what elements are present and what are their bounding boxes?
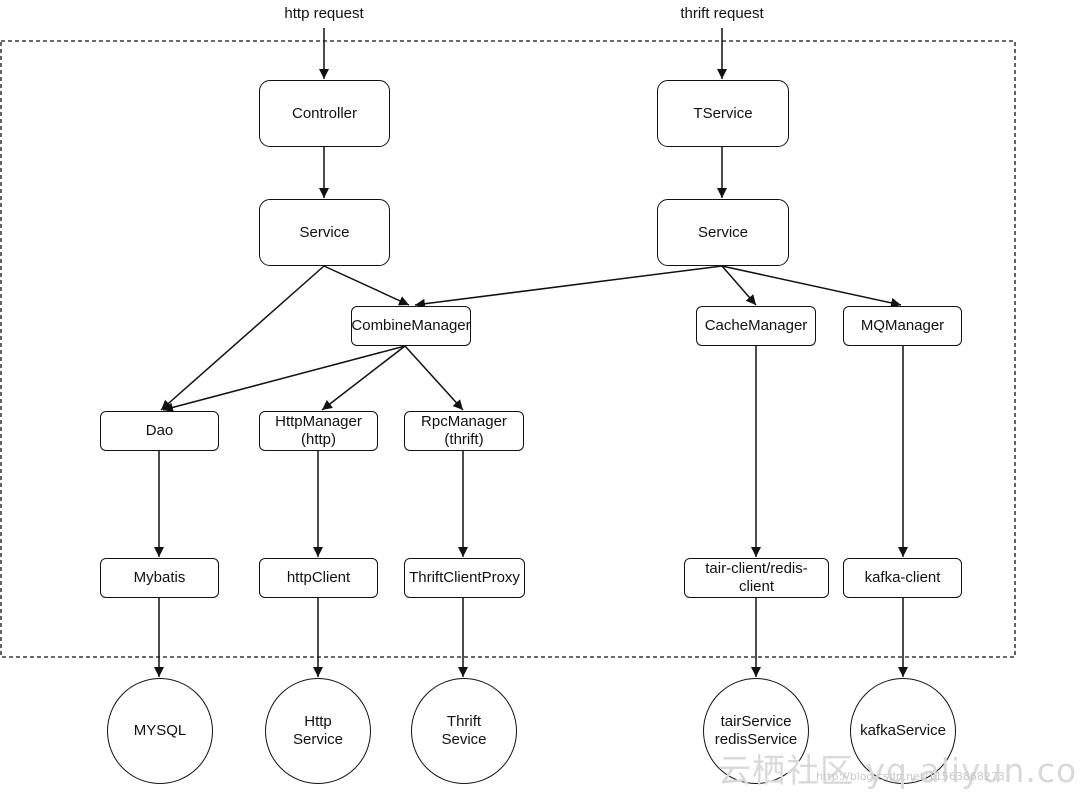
- http-manager-node: HttpManager (http): [259, 411, 378, 451]
- http-client-node: httpClient: [259, 558, 378, 598]
- thrift-request-label: thrift request: [680, 5, 764, 22]
- mysql-service-circle: MYSQL: [107, 678, 213, 784]
- service-left-node: Service: [259, 199, 390, 266]
- mq-manager-node: MQManager: [843, 306, 962, 346]
- service-right-node: Service: [657, 199, 789, 266]
- edge-service-combine: [323, 265, 410, 306]
- thrift-client-proxy-node: ThriftClientProxy: [404, 558, 525, 598]
- system-boundary: [0, 40, 1016, 658]
- combine-manager-node: CombineManager: [351, 306, 471, 346]
- tair-redis-service-circle: tairService redisService: [703, 678, 809, 784]
- edge-combine-dao: [162, 345, 406, 413]
- tservice-node: TService: [657, 80, 789, 147]
- controller-node: Controller: [259, 80, 390, 147]
- thrift-service-circle: Thrift Sevice: [411, 678, 517, 784]
- mybatis-node: Mybatis: [100, 558, 219, 598]
- watermark-main: 云栖社区 yq.aliyun.com: [718, 751, 1080, 790]
- http-service-circle: Http Service: [265, 678, 371, 784]
- watermark-blog: http://blog.csdn.net/11563868273: [816, 770, 1005, 783]
- edge-service-right-combine: [414, 265, 723, 309]
- edge-service-right-mq: [721, 265, 902, 308]
- http-request-label: http request: [284, 5, 364, 22]
- cache-client-node: tair-client/redis- client: [684, 558, 829, 598]
- kafka-service-circle: kafkaService: [850, 678, 956, 784]
- edge-service-right-cache: [721, 265, 757, 306]
- rpc-manager-node: RpcManager (thrift): [404, 411, 524, 451]
- edge-combine-rpcmanager: [404, 345, 464, 411]
- cache-manager-node: CacheManager: [696, 306, 816, 346]
- dao-node: Dao: [100, 411, 219, 451]
- edge-service-dao: [160, 265, 325, 411]
- edge-combine-httpmanager: [321, 345, 406, 411]
- kafka-client-node: kafka-client: [843, 558, 962, 598]
